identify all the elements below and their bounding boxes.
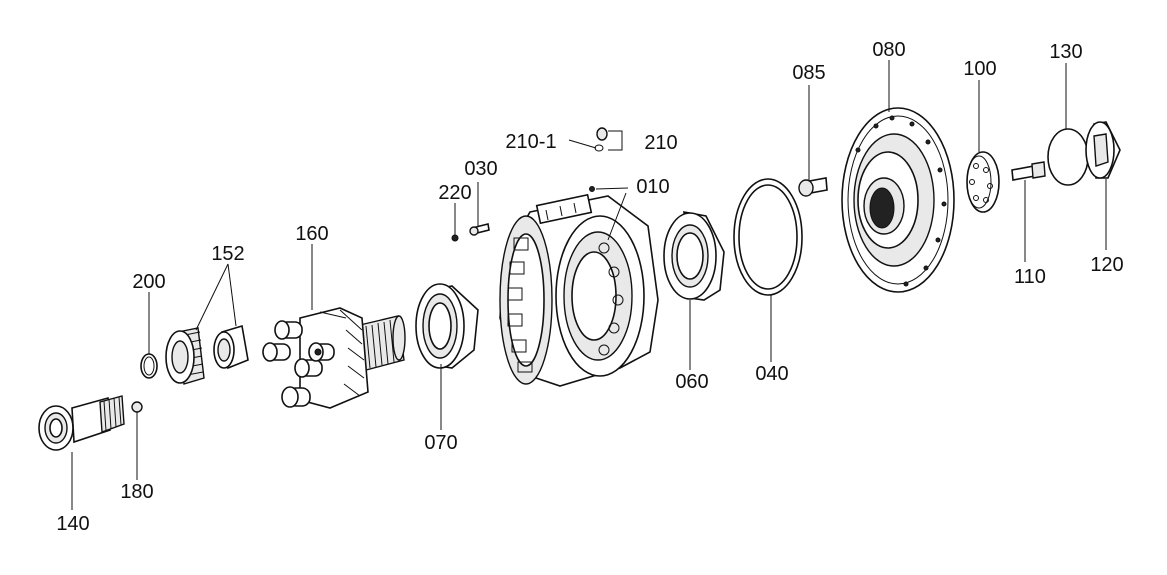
label-085: 085 xyxy=(792,62,825,84)
label-040: 040 xyxy=(755,363,788,385)
part-110-bolt xyxy=(1011,161,1046,181)
part-200-snap-ring xyxy=(140,353,158,379)
part-100-cover xyxy=(966,151,1000,213)
callout-labels: 140 180 200 152 160 070 220 030 210-1 21… xyxy=(56,39,1123,535)
part-210-1-seal xyxy=(594,144,604,152)
label-060: 060 xyxy=(675,371,708,393)
part-030-screw xyxy=(469,223,490,236)
part-070-bearing xyxy=(415,283,479,369)
part-160-planet-carrier xyxy=(262,307,406,409)
part-180-ball xyxy=(131,401,143,413)
part-080-hub xyxy=(841,107,955,293)
part-210-plug xyxy=(596,127,608,141)
label-030: 030 xyxy=(464,158,497,180)
label-110: 110 xyxy=(1014,266,1046,288)
leader-lines xyxy=(71,60,1107,510)
label-130: 130 xyxy=(1049,41,1082,63)
part-120-cap xyxy=(1085,121,1121,179)
label-200: 200 xyxy=(132,271,165,293)
label-120: 120 xyxy=(1090,254,1123,276)
label-210: 210 xyxy=(644,132,677,154)
label-180: 180 xyxy=(120,481,153,503)
label-160: 160 xyxy=(295,223,328,245)
part-152-gear xyxy=(165,327,205,385)
part-040-o-ring xyxy=(733,178,803,296)
label-080: 080 xyxy=(872,39,905,61)
part-130-o-ring xyxy=(1047,128,1089,186)
label-010: 010 xyxy=(636,176,669,198)
label-070: 070 xyxy=(424,432,457,454)
part-060-seal xyxy=(663,211,725,301)
label-100: 100 xyxy=(963,58,996,80)
part-085-bolt xyxy=(798,177,828,197)
label-210-1: 210-1 xyxy=(505,131,556,153)
part-010-housing xyxy=(499,186,659,387)
label-220: 220 xyxy=(438,182,471,204)
part-140-shaft xyxy=(38,395,125,451)
label-152: 152 xyxy=(211,243,244,265)
label-140: 140 xyxy=(56,513,89,535)
part-152-bearing xyxy=(213,324,249,370)
